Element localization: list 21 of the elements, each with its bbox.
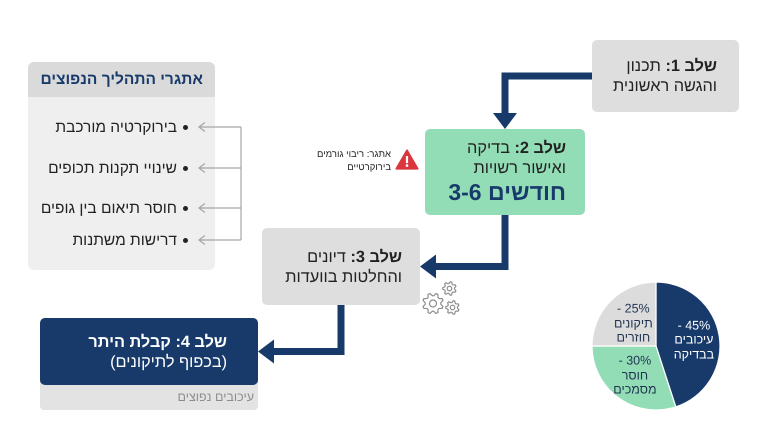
arrow (420, 215, 508, 278)
process-box: שלב 1: תכנון והגשה ראשונית (592, 40, 739, 112)
process-box: שלב 3: דיונים והחלטות בוועדות (262, 228, 420, 305)
panel-header: אתגרי התהליך הנפוצים (28, 62, 215, 97)
footer-box (40, 318, 258, 410)
arrow (198, 202, 241, 214)
warning-note: אתגר: ריבוי גורמים בירוקרטיים (316, 149, 391, 174)
list-item: בירוקרטיה מורכבת (55, 118, 177, 136)
process-box: שלב 2: בדיקה ואישור רשויות חודשים 3-6 (425, 129, 585, 215)
process-box: שלב 4: קבלת היתר (בכפוף לתיקונים) (40, 318, 258, 385)
footer-note: עיכובים נפוצים (177, 390, 254, 405)
arrow (198, 122, 241, 132)
arrow (493, 72, 592, 129)
arrow (258, 305, 344, 364)
list-item: שינויי תקנות תכופים (48, 158, 177, 178)
arrow (198, 234, 241, 246)
panel (28, 62, 215, 270)
bracket-line (240, 127, 242, 240)
list-item: חוסר תיאום בין גופים (40, 198, 177, 218)
arrow (198, 162, 241, 174)
list-item: דרישות משתנות (72, 230, 177, 250)
